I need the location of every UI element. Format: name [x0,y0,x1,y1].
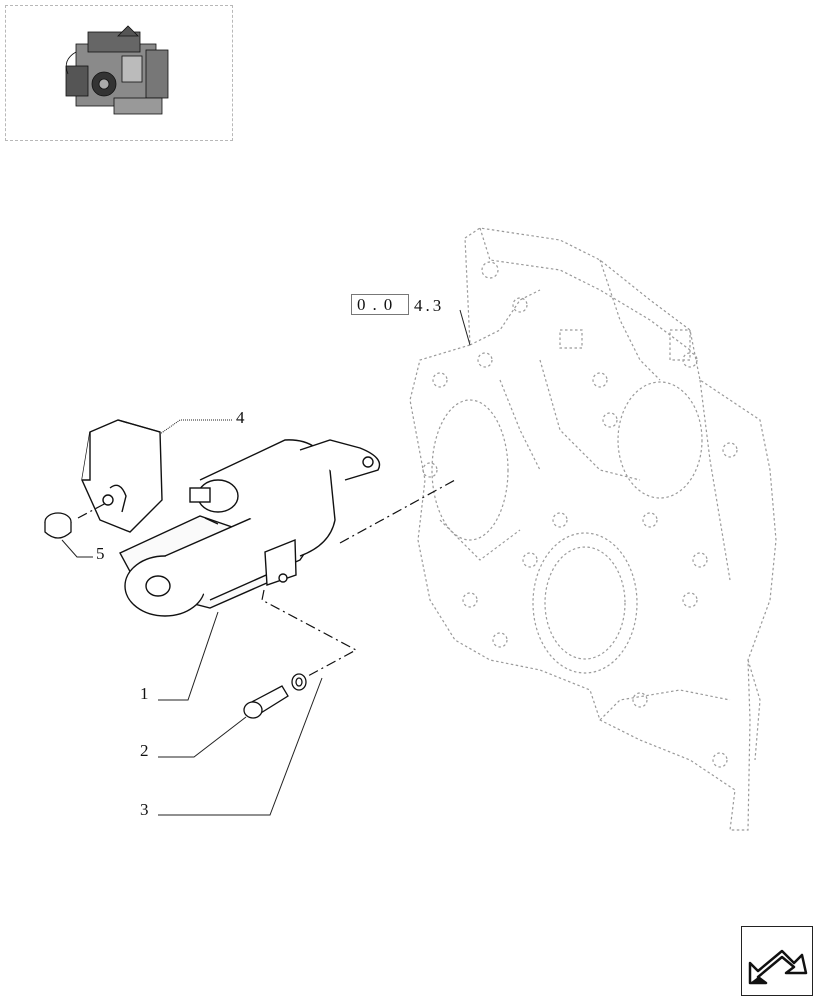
callout-1: 1 [140,684,149,703]
leader-lines [61,309,471,816]
terminal-cover [81,419,163,533]
bolt [243,685,289,719]
nut [44,512,72,539]
flywheel-housing [409,227,777,831]
reference-box: 0.0 [351,294,409,315]
reference-suffix: 4.3 [414,296,445,315]
assembly-lines [77,479,456,677]
next-page-button[interactable] [741,926,813,996]
callout-2: 2 [140,741,149,760]
starter-motor [119,439,381,617]
engine-thumbnail-icon [65,25,169,115]
washer [291,673,307,691]
callout-5: 5 [96,544,105,563]
next-page-arrow-icon [748,949,808,985]
callout-3: 3 [140,800,149,819]
engine-thumbnail[interactable] [5,5,233,141]
callout-4: 4 [236,408,245,427]
